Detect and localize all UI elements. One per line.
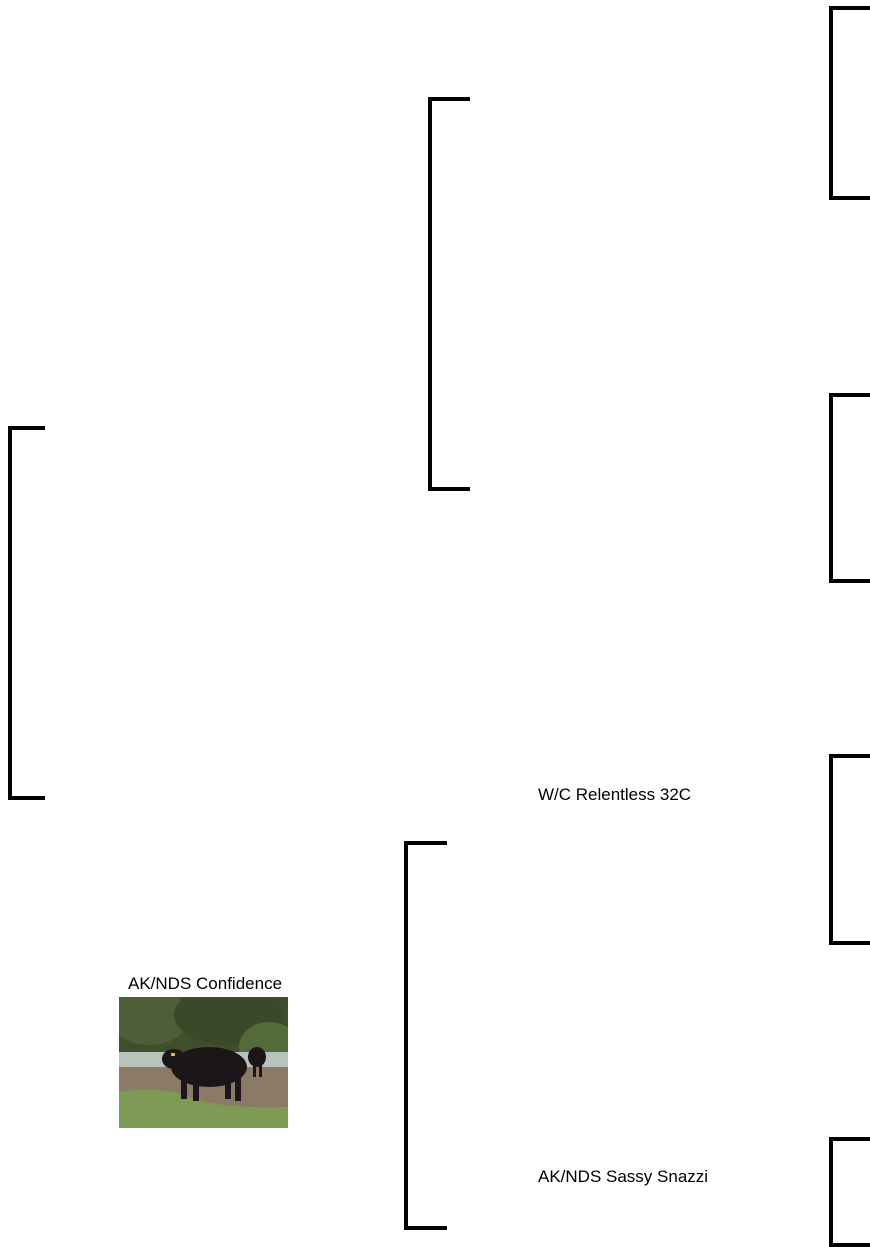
bracket-sire-parents (428, 97, 470, 491)
bracket-generation-1 (8, 426, 45, 800)
bracket-dam-parents (404, 841, 447, 1230)
sire-of-dam-name: W/C Relentless 32C (538, 785, 691, 805)
bracket-gen3-1 (829, 6, 870, 200)
bracket-gen3-2 (829, 393, 870, 583)
bracket-gen3-3 (829, 754, 870, 945)
subject-name: AK/NDS Confidence (128, 974, 282, 994)
subject-photo (119, 997, 288, 1128)
dam-of-dam-name: AK/NDS Sassy Snazzi (538, 1167, 708, 1187)
bracket-gen3-4 (829, 1137, 870, 1247)
cow-photo-image (119, 997, 288, 1128)
